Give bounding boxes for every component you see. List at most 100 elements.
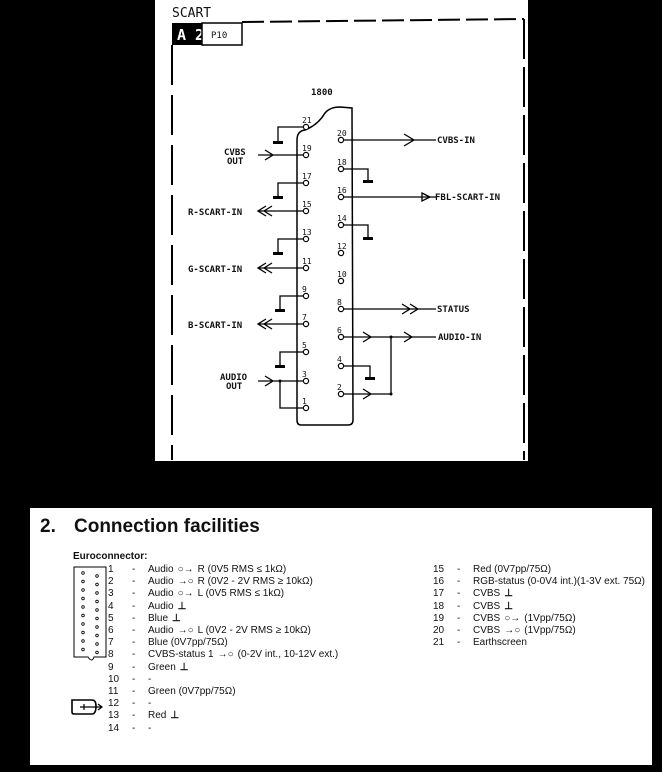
pin-number: 19 xyxy=(433,612,445,624)
pin-number: 1 xyxy=(302,397,307,406)
pin-label: CVBS xyxy=(473,600,501,612)
dashed-border xyxy=(171,18,525,460)
pin-number: 14 xyxy=(337,214,347,223)
pin-number: 16 xyxy=(433,576,445,588)
separator: - xyxy=(132,576,136,588)
pin-15 xyxy=(302,207,310,215)
separator: - xyxy=(457,625,461,636)
label-cvbs-out: CVBS xyxy=(224,148,246,158)
pin-17 xyxy=(302,179,310,187)
section-title: Connection facilities xyxy=(74,516,260,537)
pin-number: 21 xyxy=(433,637,445,649)
pin-number: 3 xyxy=(108,588,114,600)
pin-detail: (1Vpp/75Ω) xyxy=(524,625,576,636)
pin-6 xyxy=(337,333,345,341)
separator: - xyxy=(132,649,136,661)
label-audio-out-2: OUT xyxy=(226,382,243,392)
pin-row: 1-Audio○→R (0V5 RMS ≤ 1kΩ) xyxy=(108,564,286,576)
section-number: 2. xyxy=(40,516,56,537)
pin-row: 10-- xyxy=(108,674,151,686)
pin-row: 7-Blue (0V7pp/75Ω) xyxy=(108,637,228,649)
pin-number: 8 xyxy=(337,298,342,307)
pin-detail: L (0V5 RMS ≤ 1kΩ) xyxy=(197,588,285,600)
pin-row: 3-Audio○→L (0V5 RMS ≤ 1kΩ) xyxy=(108,588,284,600)
separator: - xyxy=(132,564,136,575)
separator: - xyxy=(132,710,136,722)
pin-number: 12 xyxy=(108,698,120,710)
pin-number: 17 xyxy=(302,172,312,181)
pin-label: - xyxy=(148,698,152,710)
output-icon: ○→ xyxy=(504,612,521,624)
pin-number: 10 xyxy=(108,673,120,685)
block-id-box xyxy=(172,23,202,45)
label-cvbs-out-2: OUT xyxy=(227,157,244,167)
pin-11 xyxy=(302,264,310,272)
pin-detail: R (0V5 RMS ≤ 1kΩ) xyxy=(197,564,287,575)
pin-row: 21-Earthscreen xyxy=(433,637,527,649)
separator: - xyxy=(132,612,136,624)
pin-7 xyxy=(302,320,310,328)
pin-number: 9 xyxy=(108,661,114,673)
pin-16 xyxy=(337,193,345,201)
pin-number: 17 xyxy=(433,588,445,600)
pin-12 xyxy=(337,249,345,257)
pin-detail: (1Vpp/75Ω) xyxy=(524,612,576,624)
ground-icon: ⊥ xyxy=(504,600,513,612)
pin-label: Audio xyxy=(148,600,174,612)
pin-number: 21 xyxy=(302,116,312,125)
block-page: P10 xyxy=(211,31,227,41)
output-icon: ○→ xyxy=(177,588,194,600)
pin-number: 7 xyxy=(302,313,307,322)
pin-label: Green xyxy=(148,661,176,673)
pin-number: 14 xyxy=(108,722,120,734)
label-r-scart-in: R-SCART-IN xyxy=(188,208,242,218)
separator: - xyxy=(132,698,136,710)
pin-4 xyxy=(337,362,345,370)
pin-number: 9 xyxy=(302,285,307,294)
label-audio-out: AUDIO xyxy=(220,373,248,383)
pin-detail: L (0V2 - 2V RMS ≥ 10kΩ) xyxy=(197,625,311,636)
separator: - xyxy=(132,625,136,636)
pin-number: 4 xyxy=(337,355,342,364)
euroconnector-heading: Euroconnector: xyxy=(73,551,148,562)
ground-symbols xyxy=(273,141,393,396)
pin-row: 19-CVBS○→(1Vpp/75Ω) xyxy=(433,613,576,625)
pin-detail: (0-2V int., 10-12V ext.) xyxy=(237,649,339,661)
pin-label: CVBS-status 1 xyxy=(148,649,214,661)
pin-row: 17-CVBS⊥ xyxy=(433,588,517,600)
scart-plug-icon xyxy=(71,699,103,715)
pin-number: 6 xyxy=(108,625,114,636)
pin-10 xyxy=(337,277,345,285)
pin-label: Audio xyxy=(148,625,174,636)
ground-icon: ⊥ xyxy=(504,588,513,600)
pin-label: - xyxy=(148,722,152,734)
pin-number: 6 xyxy=(337,326,342,335)
ground-icon: ⊥ xyxy=(170,710,180,722)
pin-5 xyxy=(302,348,310,356)
pin-label: CVBS xyxy=(473,625,501,636)
pin-row: 8-CVBS-status 1→○(0-2V int., 10-12V ext.… xyxy=(108,649,338,661)
separator: - xyxy=(132,661,136,673)
pin-number: 20 xyxy=(433,625,445,636)
label-b-scart-in: B-SCART-IN xyxy=(188,321,242,331)
wires xyxy=(256,126,436,409)
pin-label: Earthscreen xyxy=(473,637,527,649)
pin-row: 15-Red (0V7pp/75Ω) xyxy=(433,564,551,576)
ground-icon: ⊥ xyxy=(179,661,189,673)
pin-1 xyxy=(302,404,310,412)
pin-row: 5-Blue⊥ xyxy=(108,613,185,625)
separator: - xyxy=(132,673,136,685)
label-fbl-scart-in: FBL-SCART-IN xyxy=(435,193,500,203)
pin-label: CVBS xyxy=(473,612,501,624)
pin-number: 12 xyxy=(337,242,347,251)
pin-row: 12-- xyxy=(108,698,151,710)
pin-row: 18-CVBS⊥ xyxy=(433,601,517,613)
pin-label: RGB-status (0-0V4 int.)(1-3V ext. 75Ω) xyxy=(473,576,645,588)
separator: - xyxy=(132,722,136,734)
pin-number: 8 xyxy=(108,649,114,661)
pin-number: 11 xyxy=(302,257,312,266)
pin-number: 18 xyxy=(337,158,347,167)
separator: - xyxy=(457,637,461,649)
